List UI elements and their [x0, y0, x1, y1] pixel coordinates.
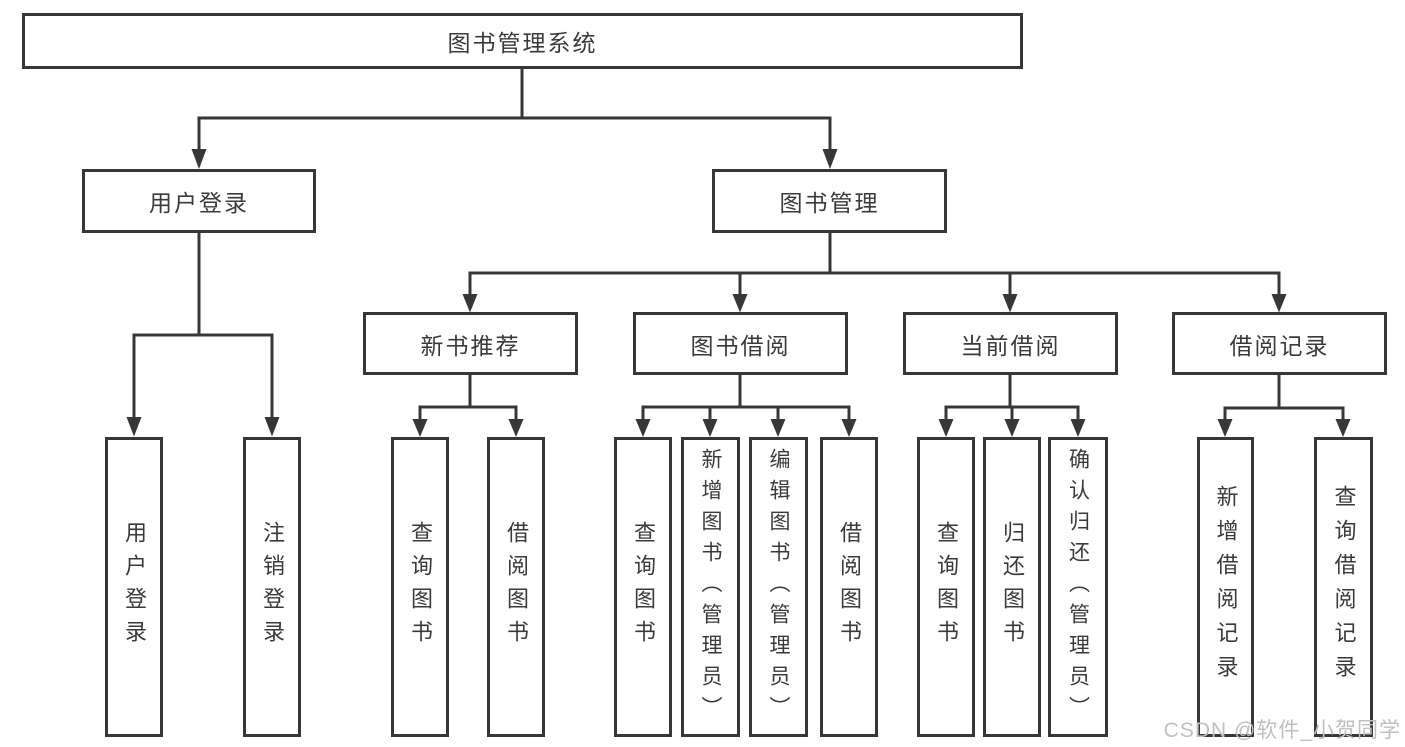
arrowheads-recommend-children: [412, 419, 524, 437]
leaf-user-login-label: 用户登录: [122, 521, 147, 653]
leaf-user-login: 用户登录: [105, 437, 163, 737]
node-borrowing-records: 借阅记录: [1172, 312, 1387, 375]
leaf-query-books-current-label: 查询图书: [934, 521, 959, 653]
arrowheads-user-login-children: [126, 417, 280, 437]
node-current-borrowing: 当前借阅: [903, 312, 1118, 375]
arrowheads-borrowing-children: [635, 419, 857, 437]
leaf-borrow-books-recommend-label: 借阅图书: [504, 521, 529, 653]
leaf-add-book-admin-label: 新增图书（管理员）: [699, 447, 722, 727]
connector-book-management-children: [468, 233, 1281, 295]
node-book-borrowing: 图书借阅: [633, 312, 848, 375]
leaf-query-borrow-record: 查询借阅记录: [1314, 437, 1373, 737]
arrowheads-records-children: [1217, 419, 1351, 437]
leaf-add-book-admin: 新增图书（管理员）: [681, 437, 740, 737]
leaf-query-borrow-record-label: 查询借阅记录: [1331, 485, 1357, 689]
leaf-borrow-books-recommend: 借阅图书: [487, 437, 545, 737]
connector-user-login-children: [132, 233, 274, 418]
leaf-borrow-books-borrowing: 借阅图书: [820, 437, 878, 737]
leaf-return-books-label: 归还图书: [1000, 521, 1025, 653]
leaf-return-books: 归还图书: [983, 437, 1041, 737]
connector-current-borrow-children: [944, 375, 1080, 420]
node-new-book-recommendation: 新书推荐: [363, 312, 578, 375]
node-book-management: 图书管理: [712, 169, 947, 233]
connector-root-to-level2: [197, 68, 832, 150]
leaf-edit-book-admin-label: 编辑图书（管理员）: [767, 447, 790, 727]
connector-borrowing-children: [641, 375, 851, 420]
node-book-borrowing-label: 图书借阅: [690, 332, 791, 359]
leaf-query-books-current: 查询图书: [917, 437, 975, 737]
leaf-edit-book-admin: 编辑图书（管理员）: [749, 437, 808, 737]
node-borrowing-records-label: 借阅记录: [1229, 332, 1330, 359]
node-library-system-label: 图书管理系统: [447, 30, 598, 56]
leaf-logout-label: 注销登录: [260, 521, 285, 653]
leaf-add-borrow-record: 新增借阅记录: [1197, 437, 1254, 737]
leaf-add-borrow-record-label: 新增借阅记录: [1213, 485, 1239, 689]
leaf-query-books-recommend-label: 查询图书: [408, 521, 433, 653]
connector-records-children: [1223, 375, 1345, 420]
node-book-management-label: 图书管理: [779, 190, 880, 216]
leaf-query-books-borrowing: 查询图书: [614, 437, 672, 737]
leaf-confirm-return-admin: 确认归还（管理员）: [1048, 437, 1108, 737]
node-user-login: 用户登录: [82, 169, 316, 233]
node-user-login-label: 用户登录: [149, 190, 249, 216]
connector-recommend-children: [418, 375, 518, 420]
node-library-system: 图书管理系统: [22, 13, 1023, 69]
leaf-borrow-books-borrowing-label: 借阅图书: [837, 521, 862, 653]
csdn-watermark: CSDN @软件_小贺同学: [1163, 719, 1401, 742]
arrowheads-level2: [191, 149, 838, 169]
leaf-query-books-recommend: 查询图书: [391, 437, 449, 737]
leaf-query-books-borrowing-label: 查询图书: [631, 521, 656, 653]
node-current-borrowing-label: 当前借阅: [960, 332, 1061, 359]
leaf-confirm-return-admin-label: 确认归还（管理员）: [1066, 447, 1090, 727]
leaf-logout: 注销登录: [243, 437, 301, 737]
node-new-book-recommendation-label: 新书推荐: [420, 332, 521, 359]
arrowheads-current-borrow-children: [938, 419, 1086, 437]
arrowheads-level3: [462, 294, 1287, 313]
